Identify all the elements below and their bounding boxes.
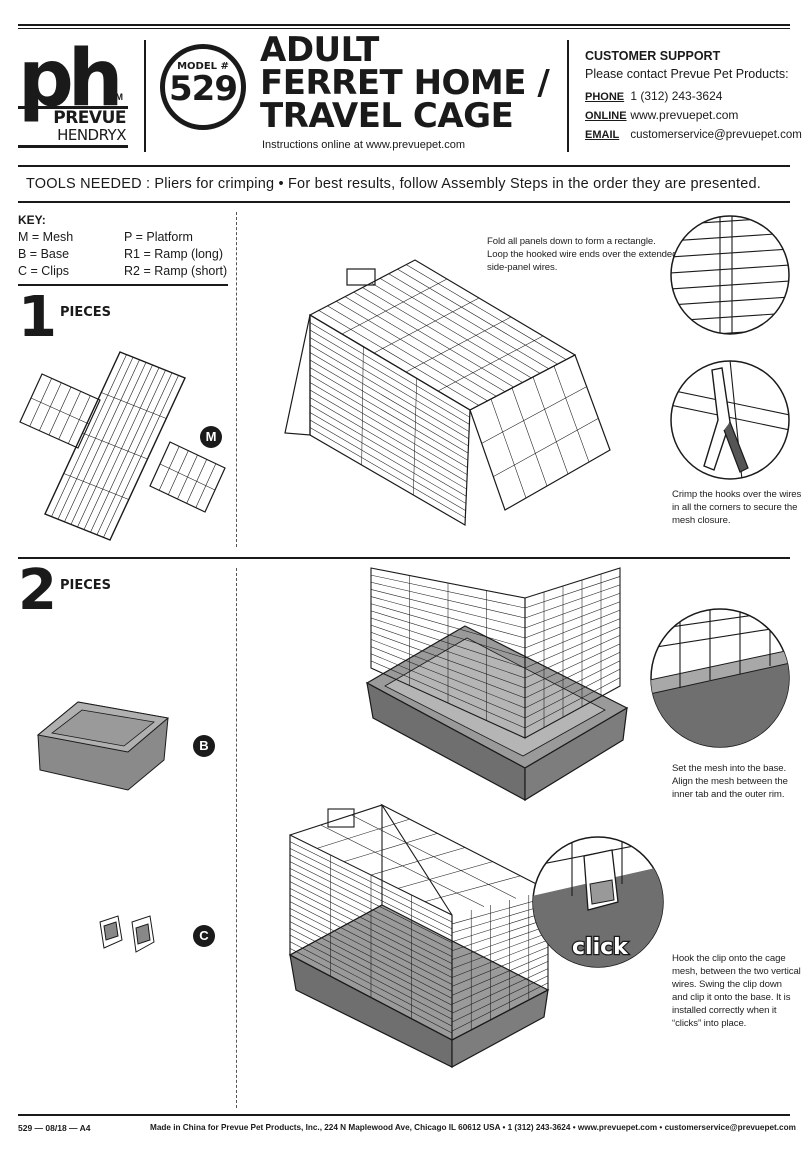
mesh-into-base-illustration <box>365 567 629 802</box>
step-2-number: 2 <box>18 558 57 623</box>
key-title: KEY: <box>18 213 46 227</box>
piece-c-badge: C <box>193 925 215 947</box>
support-phone-row: PHONE 1 (312) 243-3624 <box>585 89 722 103</box>
note-line: inner tab and the outer rim. <box>672 789 785 800</box>
set-mesh-note: Set the mesh into the base. Align the me… <box>672 762 788 801</box>
note-line: Hook the clip onto the cage <box>672 953 786 964</box>
footer-rule <box>18 1114 790 1116</box>
instructions-online: Instructions online at www.prevuepet.com <box>262 139 465 151</box>
brand-wordmark: PREVUE HENDRYX <box>18 106 128 148</box>
footer-code: 529 — 08/18 — A4 <box>18 1123 91 1133</box>
note-line: “clicks” into place. <box>672 1018 747 1029</box>
note-line: wires. Swing the clip down <box>672 979 782 990</box>
brand-name-1: PREVUE <box>53 108 126 128</box>
note-line: and clip it onto the base. It is <box>672 992 791 1003</box>
hook-detail-circle <box>670 215 790 335</box>
crimp-note: Crimp the hooks over the wires in all th… <box>672 488 801 527</box>
model-label: MODEL # <box>177 61 229 72</box>
header-divider-1 <box>144 40 146 152</box>
key-item: R1 = Ramp (long) <box>124 247 223 261</box>
key-item: B = Base <box>18 247 70 261</box>
hook-clip-note: Hook the clip onto the cage mesh, betwee… <box>672 952 801 1030</box>
note-line: Align the mesh between the <box>672 776 788 787</box>
support-email-row: EMAIL customerservice@prevuepet.com <box>585 127 802 141</box>
title-line-2: FERRET HOME / <box>260 63 550 103</box>
clips-illustration <box>99 915 155 953</box>
note-line: Set the mesh into the base. <box>672 763 787 774</box>
step2-rule <box>18 557 790 559</box>
assembled-cage-illustration <box>288 803 550 1069</box>
note-line: Crimp the hooks over the wires <box>672 489 802 500</box>
click-label: click <box>572 935 629 960</box>
model-badge: MODEL # 529 <box>160 44 246 130</box>
brand-tm: TM <box>110 92 123 102</box>
piece-m-badge: M <box>200 426 222 448</box>
base-tray-illustration <box>36 701 170 791</box>
online-key: ONLINE <box>585 110 627 122</box>
page-title: ADULT FERRET HOME / TRAVEL CAGE <box>260 30 550 136</box>
note-line: side-panel wires. <box>487 262 558 273</box>
step-2-pieces-label: PIECES <box>60 578 112 593</box>
folded-cage-illustration <box>284 259 611 527</box>
footer-address: Made in China for Prevue Pet Products, I… <box>150 1123 796 1132</box>
clip-click-detail-circle: click <box>532 836 664 968</box>
step-1-pieces-label: PIECES <box>60 305 112 320</box>
note-line: mesh closure. <box>672 515 731 526</box>
note-line: in all the corners to secure the <box>672 502 798 513</box>
note-line: mesh, between the two vertical <box>672 966 801 977</box>
title-line-3: TRAVEL CAGE <box>260 96 514 136</box>
tools-needed: TOOLS NEEDED : Pliers for crimping • For… <box>26 176 761 192</box>
online-value[interactable]: www.prevuepet.com <box>630 108 739 122</box>
note-line: Fold all panels down to form a rectangle… <box>487 236 656 247</box>
mesh-flat-illustration <box>19 351 226 541</box>
key-item: M = Mesh <box>18 230 74 244</box>
fold-note: Fold all panels down to form a rectangle… <box>487 235 677 274</box>
email-key: EMAIL <box>585 129 620 141</box>
piece-b-badge: B <box>193 735 215 757</box>
phone-key: PHONE <box>585 91 625 103</box>
brand-mark: ph <box>18 34 123 124</box>
pliers-detail-circle <box>670 360 790 480</box>
rim-detail-circle <box>650 608 790 748</box>
step-1-number: 1 <box>18 285 57 350</box>
phone-value[interactable]: 1 (312) 243-3624 <box>630 89 723 103</box>
tools-rule-top <box>18 165 790 167</box>
step2-divider <box>236 568 237 1108</box>
title-line-1: ADULT <box>260 30 379 70</box>
key-rule <box>18 284 228 286</box>
key-legend-col2: P = Platform R1 = Ramp (long) R2 = Ramp … <box>124 229 227 280</box>
brand-name-2: HENDRYX <box>57 126 126 144</box>
tools-rule-bottom <box>18 201 790 203</box>
top-rule <box>18 24 790 26</box>
support-intro: Please contact Prevue Pet Products: <box>585 67 789 81</box>
note-line: installed correctly when it <box>672 1005 777 1016</box>
email-value[interactable]: customerservice@prevuepet.com <box>630 129 802 141</box>
top-rule-thin <box>18 28 790 29</box>
key-legend: KEY: M = Mesh B = Base C = Clips <box>18 212 73 280</box>
support-online-row: ONLINE www.prevuepet.com <box>585 108 738 122</box>
key-item: P = Platform <box>124 230 193 244</box>
note-line: Loop the hooked wire ends over the exten… <box>487 249 678 260</box>
header-divider-2 <box>567 40 569 152</box>
step1-divider <box>236 212 237 547</box>
key-item: C = Clips <box>18 264 70 278</box>
model-number: 529 <box>169 69 238 109</box>
key-item: R2 = Ramp (short) <box>124 264 228 278</box>
support-heading: CUSTOMER SUPPORT <box>585 49 721 63</box>
